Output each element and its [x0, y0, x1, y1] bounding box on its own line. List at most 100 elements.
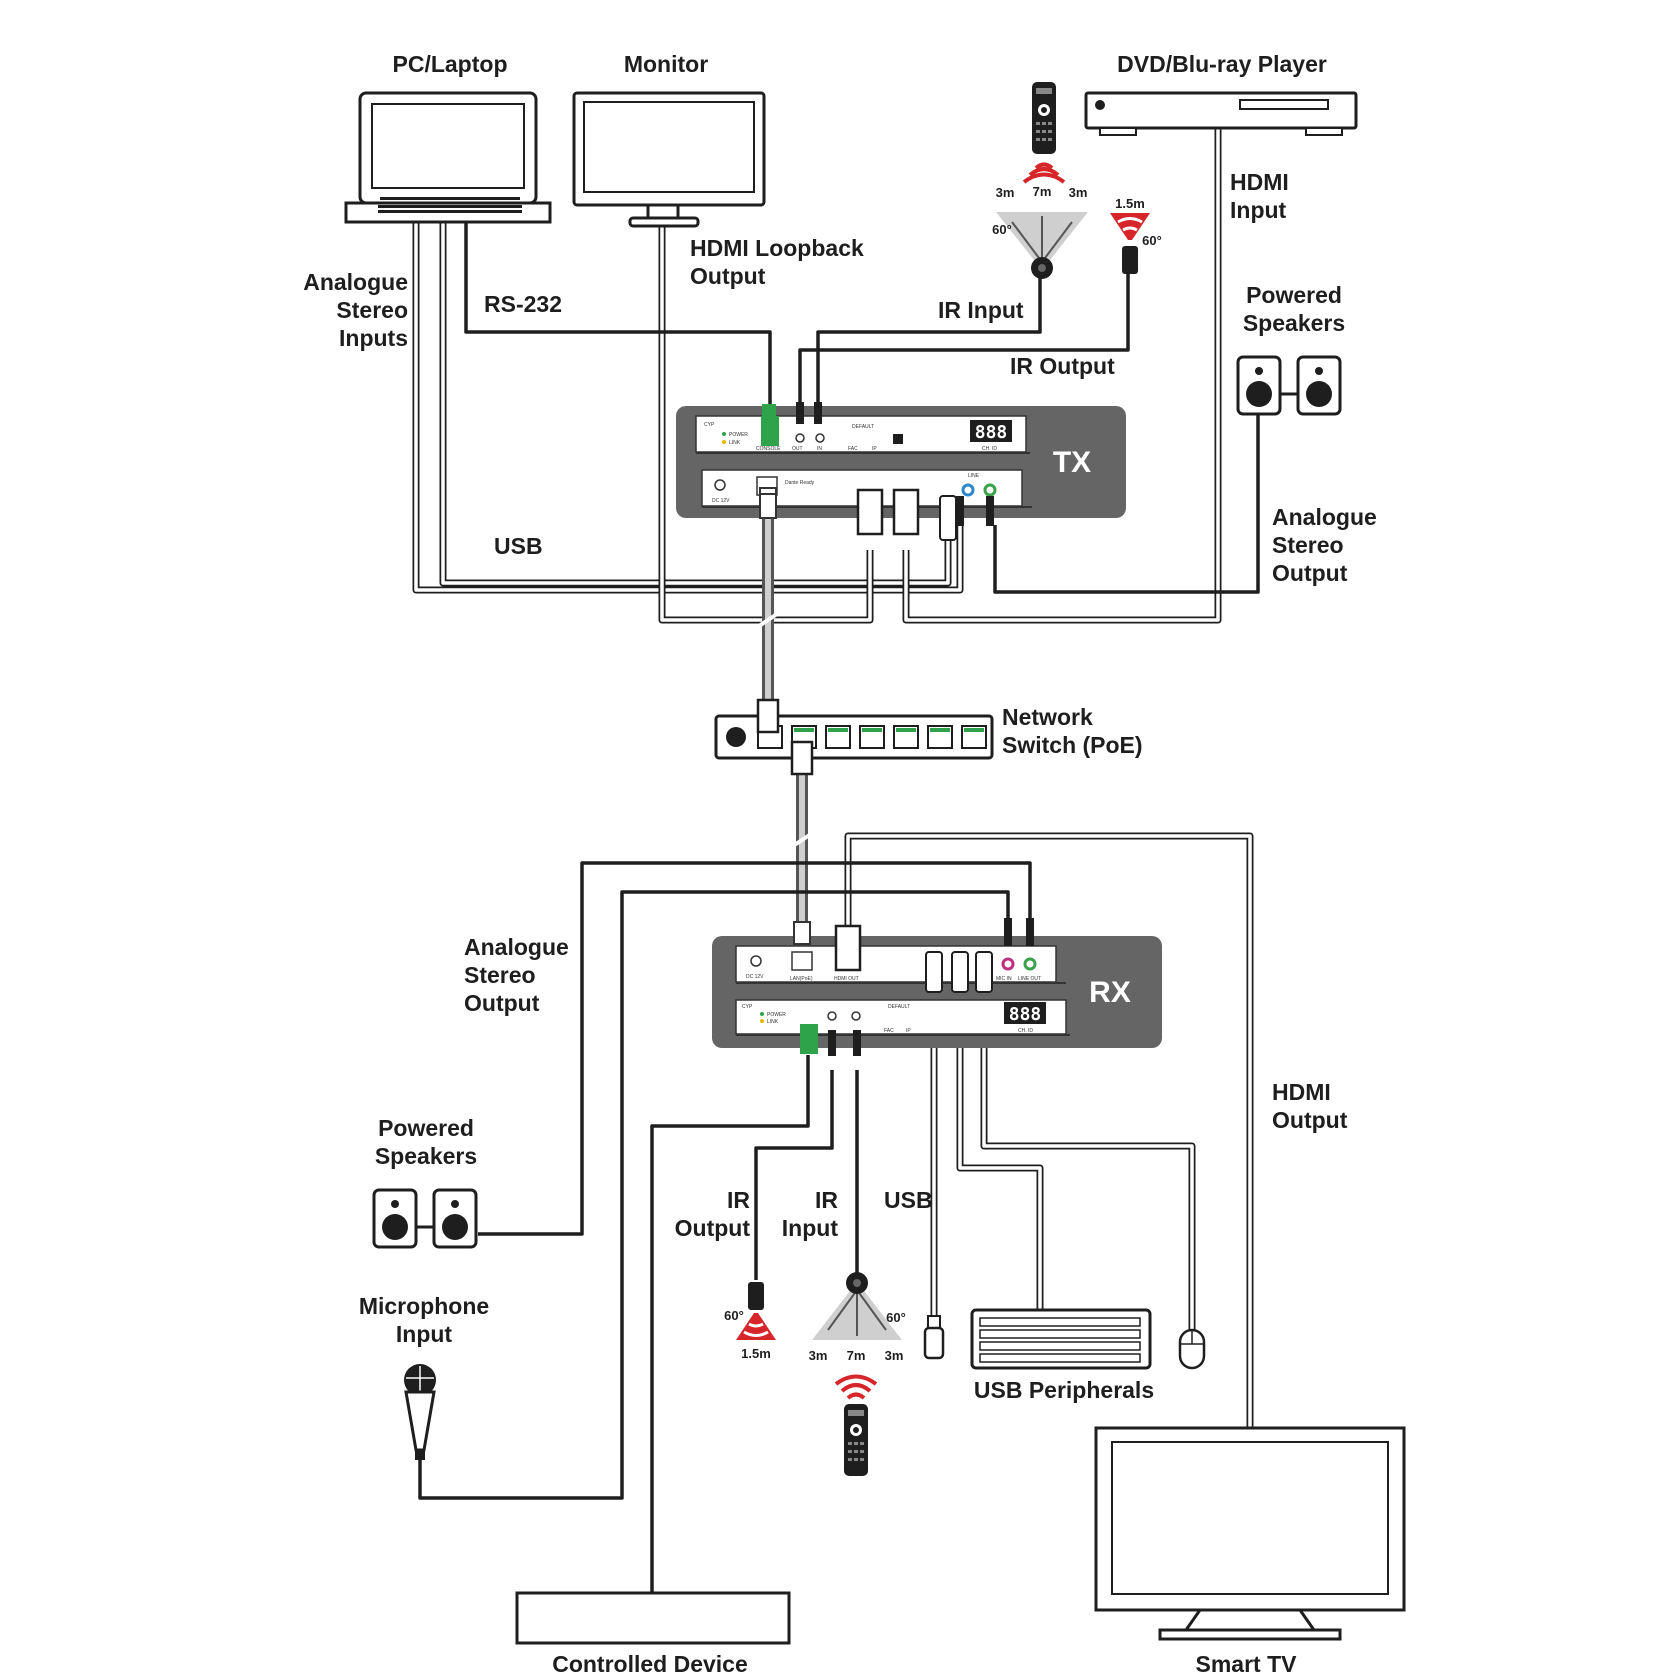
powered-speakers-tx-label-2: Speakers	[1243, 310, 1345, 336]
ir-rx-angle: 60°	[886, 1310, 906, 1325]
powered-speakers-tx-label-1: Powered	[1246, 282, 1342, 308]
microphone-input-label-1: Microphone	[359, 1293, 489, 1319]
tx-line-label: LINE	[968, 473, 980, 479]
ir-input-tx-cable	[816, 272, 1042, 418]
remote-control-icon	[1032, 82, 1056, 154]
ir-emitter-angle: 60°	[1142, 233, 1162, 248]
powered-speakers-rx-icon	[372, 1188, 478, 1249]
rx-channel-display	[1004, 1002, 1046, 1024]
rj45-plug-tx-switch	[756, 698, 780, 734]
hdmi-input-label-1: HDMI	[1230, 169, 1289, 195]
ir-output-tx-label: IR Output	[1010, 353, 1115, 379]
hdmi-connector-rx	[834, 924, 862, 972]
tx-ip-button[interactable]	[893, 434, 903, 444]
svg-text:CYP: CYP	[704, 422, 715, 428]
ir-receiver-cone-tx	[996, 212, 1088, 279]
rx-unit: DC 12V LAN(PoE) HDMI OUT MIC IN LINE OUT…	[712, 918, 1162, 1056]
tx-unit: CYP POWER LINK CONSOLE OUT IN DEFAULT FA…	[676, 402, 1126, 541]
analogue-stereo-inputs-label-1: Analogue	[303, 269, 408, 295]
ir-signal-rx-icon	[834, 1374, 878, 1400]
tx-label: TX	[1053, 446, 1091, 479]
analogue-stereo-output-tx-label-1: Analogue	[1272, 504, 1377, 530]
rx-lan-port	[791, 951, 813, 971]
microphone-icon	[404, 1364, 436, 1460]
hdmi-connector-tx-2	[892, 488, 920, 536]
ir-receiver-cone-rx	[812, 1272, 902, 1340]
tx-channel-display	[970, 420, 1012, 442]
microphone-cable	[418, 890, 1010, 1500]
usb-peripherals-label: USB Peripherals	[974, 1377, 1154, 1403]
tx-ip-label: IP	[872, 446, 877, 452]
rx-lan-label: LAN(PoE)	[790, 976, 813, 982]
tx-ir-in-label: IN	[817, 446, 822, 452]
analogue-stereo-inputs-label-2: Stereo	[336, 297, 408, 323]
ir-emitter-tx	[1110, 213, 1150, 274]
tx-link-label: LINK	[729, 440, 741, 446]
rs232-cable	[464, 222, 772, 410]
ir-emitter-rx	[736, 1282, 776, 1340]
ir-range-side-left: 3m	[996, 185, 1015, 200]
rx-label: RX	[1089, 976, 1131, 1009]
tx-chid-label: CH. ID	[982, 446, 997, 452]
ir-angle: 60°	[992, 222, 1012, 237]
powered-speakers-rx-label-2: Speakers	[375, 1143, 477, 1169]
analogue-stereo-output-tx-label-2: Stereo	[1272, 532, 1344, 558]
rx-mic-in-label: MIC IN	[996, 976, 1012, 982]
microphone-input-label-2: Input	[396, 1321, 453, 1347]
network-switch-label-2: Switch (PoE)	[1002, 732, 1143, 758]
smart-tv-label: Smart TV	[1196, 1651, 1298, 1677]
rx-dc-label: DC 12V	[746, 974, 764, 980]
rx-display-digits: 888	[1009, 1004, 1042, 1025]
rs232-label: RS-232	[484, 291, 562, 317]
ir-signal-icon	[1022, 162, 1066, 184]
ir-rx-range-side-left: 3m	[809, 1348, 828, 1363]
tx-dante-label: Dante Ready	[785, 480, 815, 486]
analogue-output-rx-cable	[478, 861, 1032, 1236]
laptop-icon	[344, 91, 552, 224]
rx-ip-label: IP	[906, 1028, 911, 1034]
network-switch-label-1: Network	[1002, 704, 1093, 730]
ir-output-tx-cable	[798, 272, 1130, 418]
usb-flash-drive-icon	[923, 1315, 945, 1360]
rx-chid-label: CH. ID	[1018, 1028, 1033, 1034]
tx-power-label: POWER	[729, 432, 748, 438]
tx-fac-label: FAC	[848, 446, 858, 452]
tx-display-digits: 888	[975, 422, 1008, 443]
hdmi-input-label-2: Input	[1230, 197, 1287, 223]
controlled-device-cable	[650, 1055, 810, 1593]
ir-input-rx-label-2: Input	[782, 1215, 839, 1241]
ir-emitter-range: 1.5m	[1115, 196, 1145, 211]
hdmi-output-label-2: Output	[1272, 1107, 1348, 1133]
powered-speakers-tx-icon	[1236, 355, 1342, 416]
ir-input-rx-label-1: IR	[815, 1187, 838, 1213]
analogue-stereo-output-tx-label-3: Output	[1272, 560, 1348, 586]
rs232-connector-tx	[762, 404, 776, 418]
analogue-output-tx-cable	[993, 415, 1260, 594]
usb-connector-tx	[939, 495, 957, 541]
hdmi-loopback-label-1: HDMI Loopback	[690, 235, 864, 261]
ir-rx-range-center: 7m	[847, 1348, 866, 1363]
usb-tx-label: USB	[494, 533, 543, 559]
rx-power-label: POWER	[767, 1012, 786, 1018]
hdmi-loopback-label-2: Output	[690, 263, 766, 289]
ir-output-rx-label-1: IR	[727, 1187, 750, 1213]
mouse-icon	[1178, 1328, 1206, 1370]
rx-link-label: LINK	[767, 1019, 779, 1025]
ir-input-tx-label: IR Input	[938, 297, 1024, 323]
keyboard-icon	[970, 1308, 1152, 1370]
ir-output-rx-cable	[754, 1070, 834, 1280]
analogue-stereo-inputs-label-3: Inputs	[339, 325, 408, 351]
rx-line-out-label: LINE OUT	[1018, 976, 1041, 982]
analogue-stereo-output-rx-label-3: Output	[464, 990, 540, 1016]
ir-range-center: 7m	[1033, 184, 1052, 199]
hdmi-output-label-1: HDMI	[1272, 1079, 1331, 1105]
rx-terminal-block	[800, 1024, 818, 1054]
dvd-player-label: DVD/Blu-ray Player	[1117, 51, 1327, 77]
ir-rx-range-side-right: 3m	[885, 1348, 904, 1363]
analogue-stereo-output-rx-label-2: Stereo	[464, 962, 536, 988]
ir-emitter-rx-angle: 60°	[724, 1308, 744, 1323]
usb-connectors-rx	[925, 951, 993, 993]
controlled-device-icon	[515, 1591, 791, 1645]
pc-laptop-label: PC/Laptop	[393, 51, 508, 77]
